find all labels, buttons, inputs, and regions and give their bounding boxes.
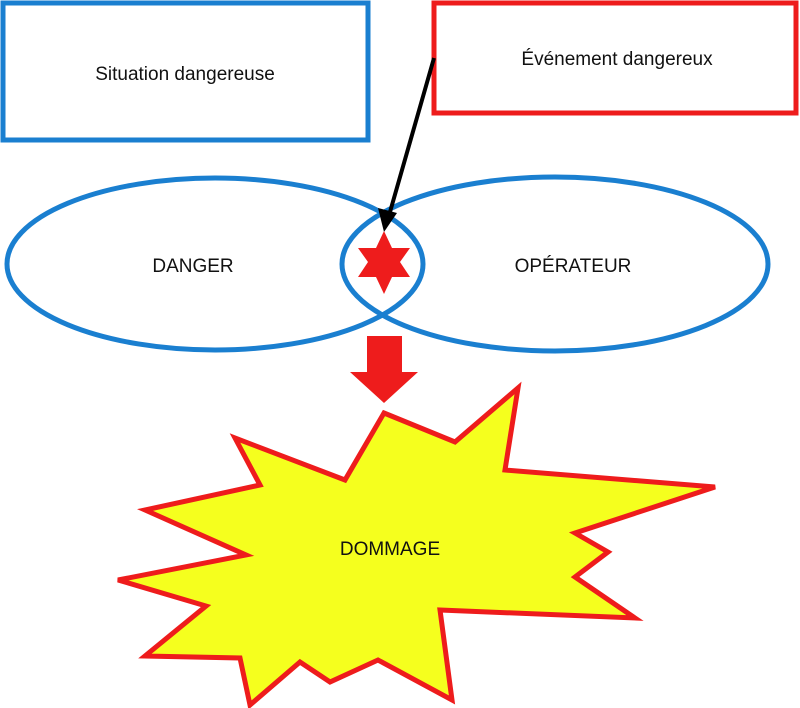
danger-label: DANGER [152, 256, 233, 277]
event-label: Événement dangereux [521, 49, 713, 70]
danger-ellipse [4, 175, 426, 353]
situation-box [0, 0, 371, 143]
event-box [431, 0, 799, 116]
damage-label: DOMMAGE [340, 539, 440, 560]
operator-ellipse [339, 174, 771, 354]
event-arrow-line [388, 57, 436, 213]
event-arrow-head [378, 208, 397, 232]
event-star-icon [358, 231, 410, 294]
situation-label: Situation dangereuse [95, 64, 275, 85]
operator-label: OPÉRATEUR [515, 256, 632, 277]
down-arrow-icon [350, 336, 418, 403]
damage-burst [117, 381, 716, 708]
